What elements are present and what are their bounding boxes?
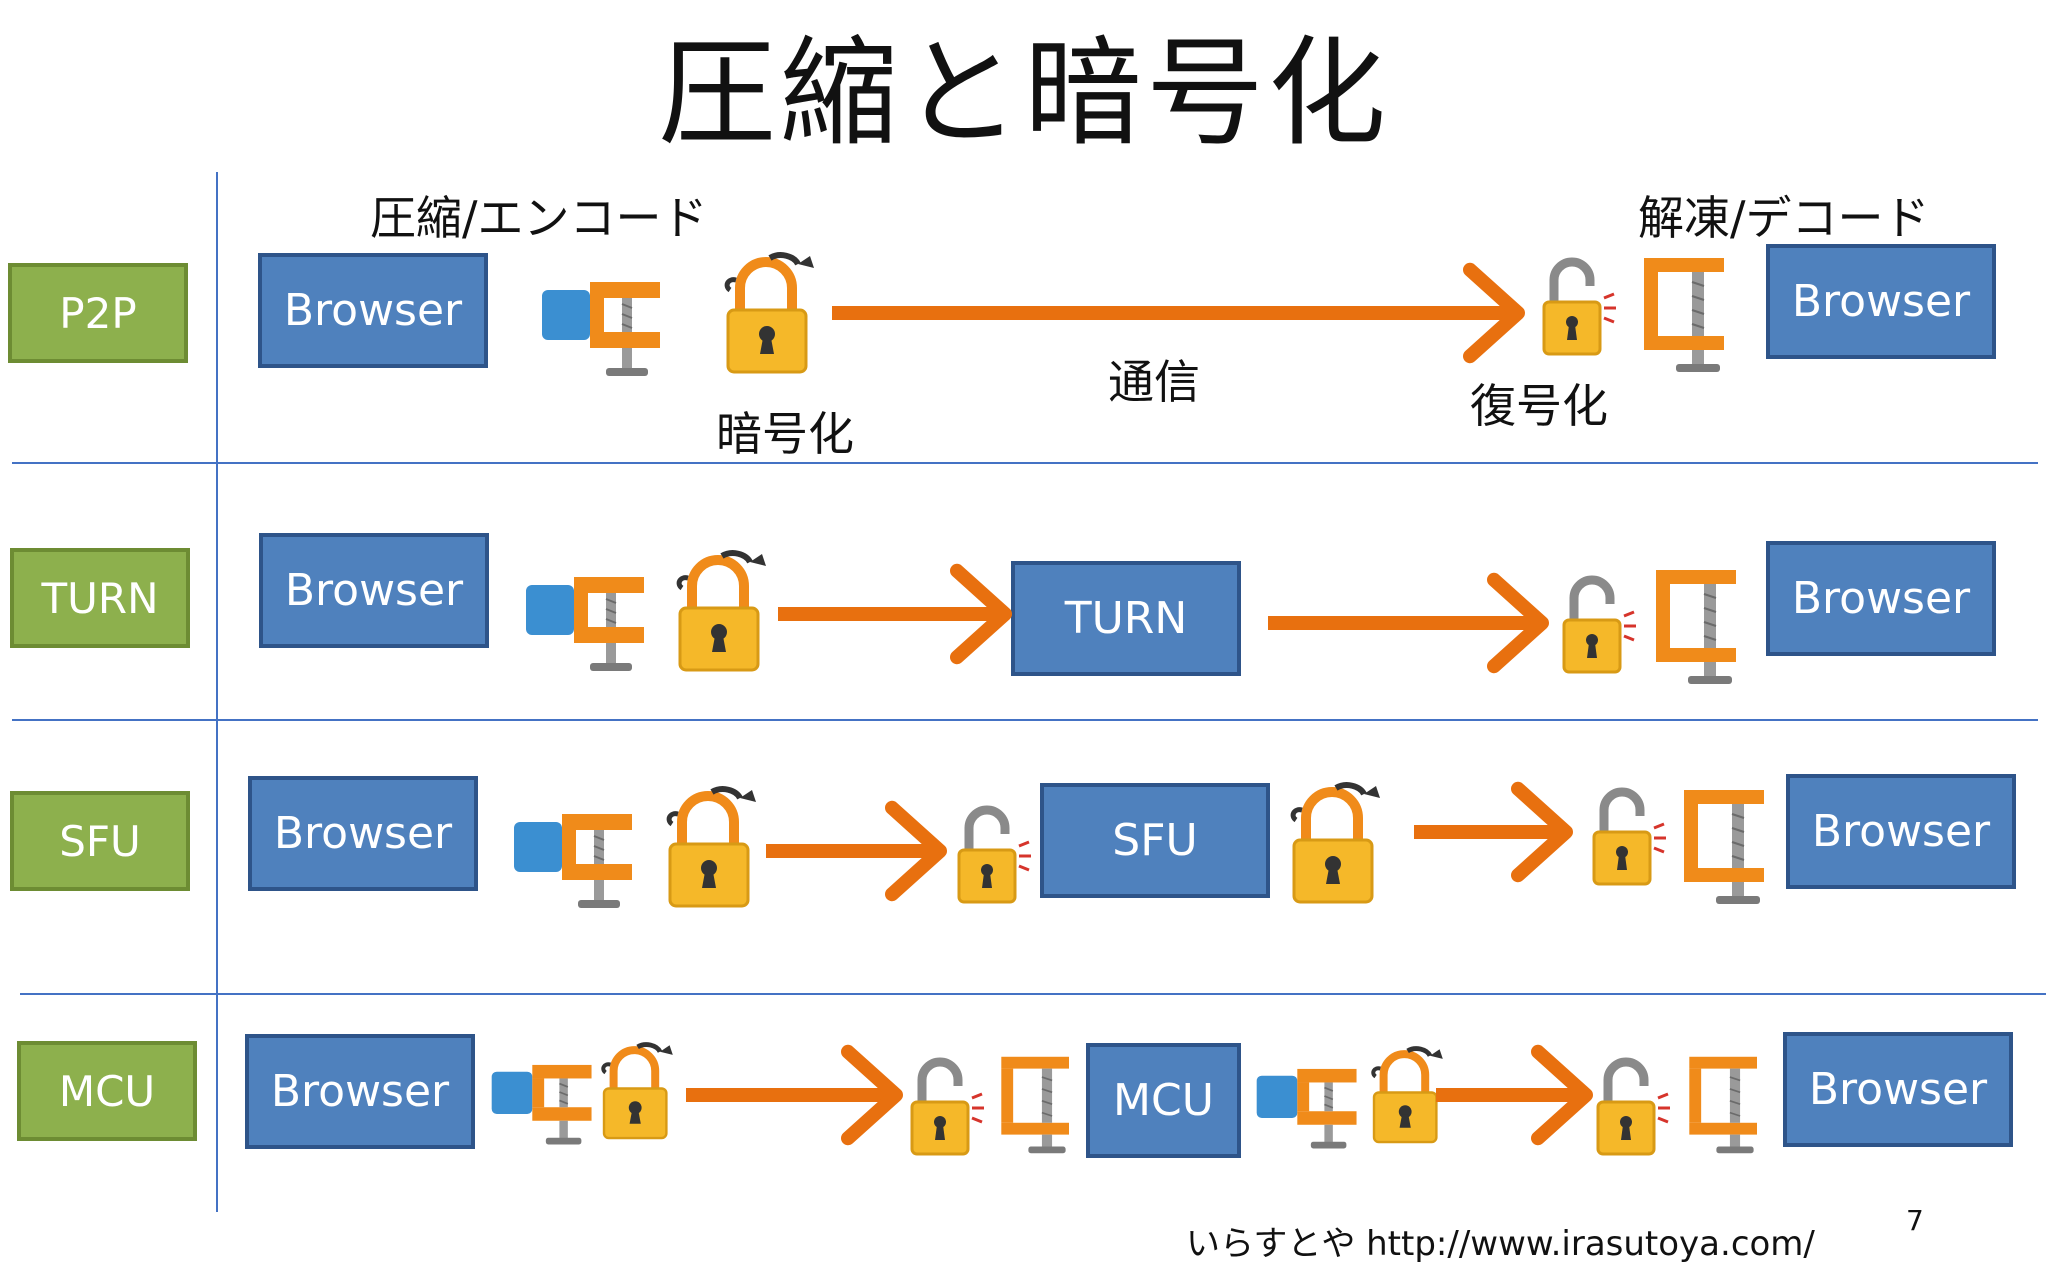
turn-browser-right: Browser [1766,541,1996,656]
clamp-compress-icon [512,794,642,924]
arrow-head [1487,572,1549,674]
mcu-server: MCU [1086,1043,1241,1158]
row-label-sfu: SFU [10,791,190,891]
clamp-release-icon [996,1050,1076,1160]
caption-decrypt: 復号化 [1470,379,1608,433]
arrow-head [1463,262,1525,364]
unlocked-padlock-icon [955,800,1035,910]
unlocked-padlock-icon [1540,252,1620,362]
locked-padlock-icon [1284,780,1384,910]
locked-padlock-icon [718,250,818,380]
clamp-compress-icon [490,1048,600,1158]
unlocked-padlock-icon [1594,1052,1674,1162]
page-title: 圧縮と暗号化 [657,24,1390,162]
row-label-p2p: P2P [8,263,188,363]
arrow-head [1511,781,1573,883]
row-divider-1 [12,462,2038,464]
clamp-compress-icon [1255,1052,1365,1162]
clamp-release-icon [1680,782,1770,912]
p2p-browser-right: Browser [1766,244,1996,359]
unlocked-padlock-icon [908,1052,988,1162]
sfu-browser-left: Browser [248,776,478,891]
turn-server: TURN [1011,561,1241,676]
caption-encrypt: 暗号化 [716,407,854,461]
caption-compress-encode: 圧縮/エンコード [370,191,708,245]
arrow-head [841,1044,903,1146]
clamp-release-icon [1684,1050,1764,1160]
clamp-release-icon [1652,562,1742,692]
sfu-server: SFU [1040,783,1270,898]
mcu-browser-left: Browser [245,1034,475,1149]
sfu-browser-right: Browser [1786,774,2016,889]
arrow-head [1531,1044,1593,1146]
clamp-compress-icon [540,262,670,392]
unlocked-padlock-icon [1560,570,1640,680]
row-label-divider [216,172,218,1212]
locked-padlock-icon [670,548,770,678]
row-label-turn: TURN [10,548,190,648]
locked-padlock-icon [660,784,760,914]
clamp-release-icon [1640,250,1730,380]
unlocked-padlock-icon [1590,782,1670,892]
turn-browser-left: Browser [259,533,489,648]
row-divider-2 [12,719,2038,721]
arrow-head [885,800,947,902]
image-credit: いらすとや http://www.irasutoya.com/ [1186,1224,1815,1264]
locked-padlock-icon [1366,1044,1446,1149]
caption-communication: 通信 [1108,355,1200,409]
row-divider-3 [20,993,2046,995]
arrow-head [950,563,1012,665]
locked-padlock-icon [596,1040,676,1145]
caption-decompress-decode: 解凍/デコード [1638,191,1930,245]
row-label-mcu: MCU [17,1041,197,1141]
clamp-compress-icon [524,557,654,687]
page-number: 7 [1906,1204,1924,1237]
p2p-browser-left: Browser [258,253,488,368]
mcu-browser-right: Browser [1783,1032,2013,1147]
